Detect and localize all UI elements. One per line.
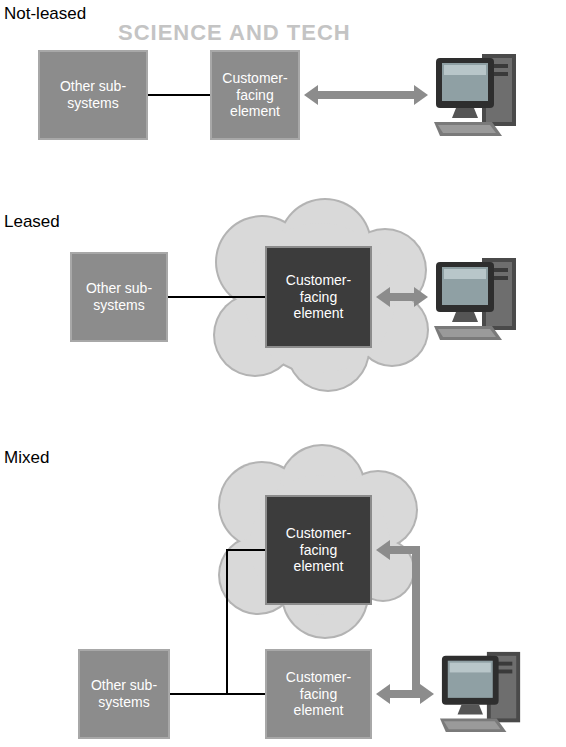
connector (148, 94, 210, 96)
box-label: Customer-facing element (273, 525, 364, 575)
section-heading: Not-leased (4, 4, 86, 24)
box-label: Customer-facing element (218, 70, 292, 120)
leased-box: Customer-facing element (265, 495, 372, 605)
double-arrow (376, 287, 428, 307)
double-arrow (376, 684, 434, 704)
cloud (218, 444, 418, 639)
box-label: Other sub-systems (86, 677, 162, 711)
cloud (213, 198, 429, 392)
connector (168, 296, 265, 298)
connector (170, 550, 265, 694)
system-box: Other sub-systems (78, 649, 170, 739)
double-arrow (304, 85, 428, 105)
system-box: Other sub-systems (38, 50, 148, 140)
computer-icon (440, 652, 520, 732)
section-heading: Leased (4, 212, 60, 232)
cloud (220, 446, 416, 637)
section-heading: Mixed (4, 448, 49, 468)
computer-icon (434, 54, 516, 136)
box-label: Other sub-systems (46, 78, 140, 112)
system-box: Customer-facing element (265, 649, 372, 739)
cloud (215, 200, 427, 390)
system-box: Customer-facing element (210, 50, 300, 140)
branch-arrow (376, 540, 416, 694)
system-box: Other sub-systems (70, 252, 168, 342)
watermark: SCIENCE AND TECH (118, 20, 351, 46)
box-label: Other sub-systems (78, 280, 160, 314)
box-label: Customer-facing element (273, 669, 364, 719)
computer-icon (434, 258, 516, 340)
leased-box: Customer-facing element (265, 246, 372, 348)
connector (170, 693, 265, 695)
box-label: Customer-facing element (273, 272, 364, 322)
